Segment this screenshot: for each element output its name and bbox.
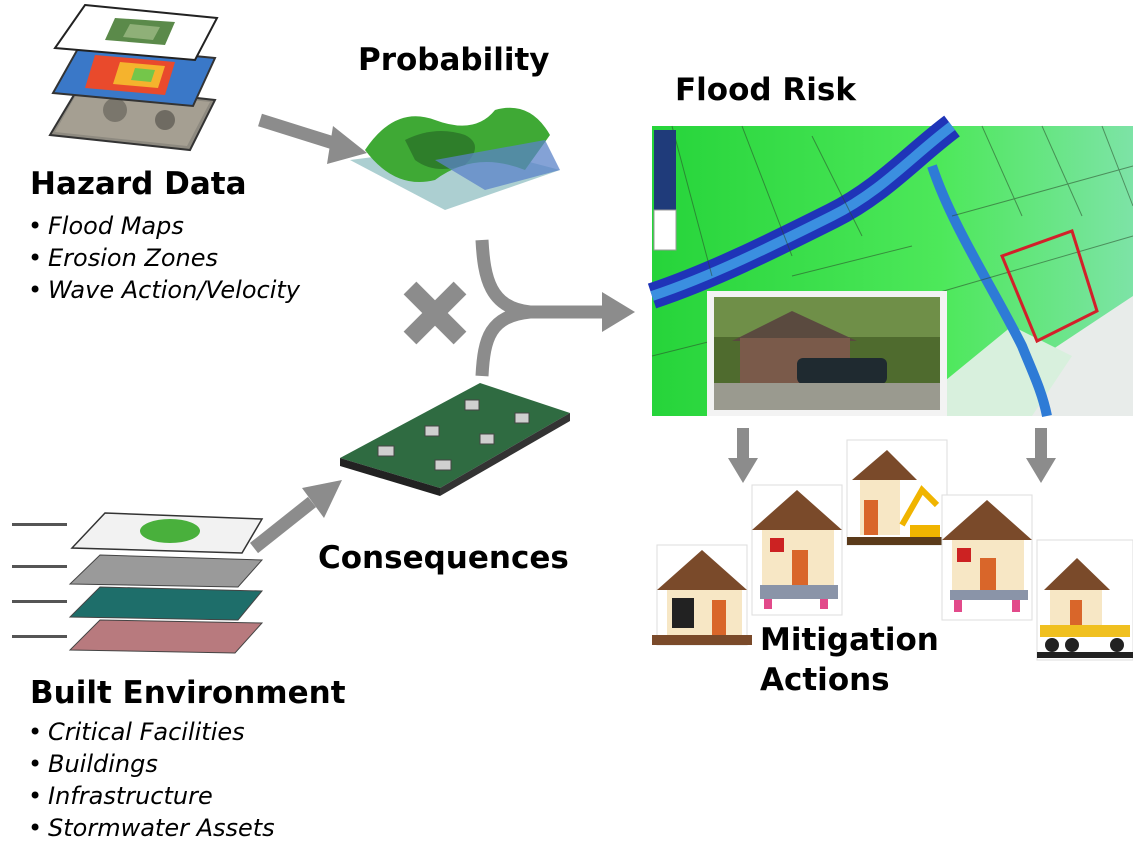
list-item: Wave Action/Velocity — [24, 274, 300, 306]
house-elevation-icon — [751, 484, 843, 616]
built-environment-list: Critical Facilities Buildings Infrastruc… — [24, 716, 275, 844]
mitigation-title-line1: Mitigation — [760, 622, 939, 658]
multiply-icon — [403, 281, 467, 345]
list-item: Buildings — [24, 748, 275, 780]
list-item: Critical Facilities — [24, 716, 275, 748]
hazard-to-probability-arrow — [258, 113, 367, 164]
list-item: Flood Maps — [24, 210, 300, 242]
flood-risk-title: Flood Risk — [675, 72, 856, 108]
hazard-data-layers-image — [48, 3, 219, 152]
risk-to-mitigation-arrow-left — [728, 428, 758, 483]
house-elevated-icon — [941, 494, 1033, 621]
built-environment-title: Built Environment — [30, 675, 346, 711]
built-to-consequences-arrow — [249, 480, 342, 554]
mitigation-actions-title: Mitigation Actions — [760, 620, 939, 700]
hazard-data-list: Flood Maps Erosion Zones Wave Action/Vel… — [24, 210, 300, 306]
list-item: Stormwater Assets — [24, 812, 275, 844]
built-environment-layers-image — [12, 512, 264, 654]
hazard-data-title: Hazard Data — [30, 166, 247, 202]
mitigation-actions-image — [652, 439, 1133, 661]
mitigation-title-line2: Actions — [760, 662, 890, 698]
house-relocation-icon — [1036, 539, 1133, 661]
list-item: Erosion Zones — [24, 242, 300, 274]
merge-arrow — [475, 239, 635, 377]
list-item: Infrastructure — [24, 780, 275, 812]
flood-risk-map — [647, 115, 1133, 418]
consequences-title: Consequences — [318, 540, 569, 576]
risk-to-mitigation-arrow-right — [1026, 428, 1056, 483]
house-floodproofing-icon — [652, 544, 752, 646]
probability-surface-image — [350, 107, 560, 210]
consequences-buildings-image — [340, 383, 570, 496]
probability-title: Probability — [358, 42, 550, 78]
house-demolition-icon — [846, 439, 948, 546]
